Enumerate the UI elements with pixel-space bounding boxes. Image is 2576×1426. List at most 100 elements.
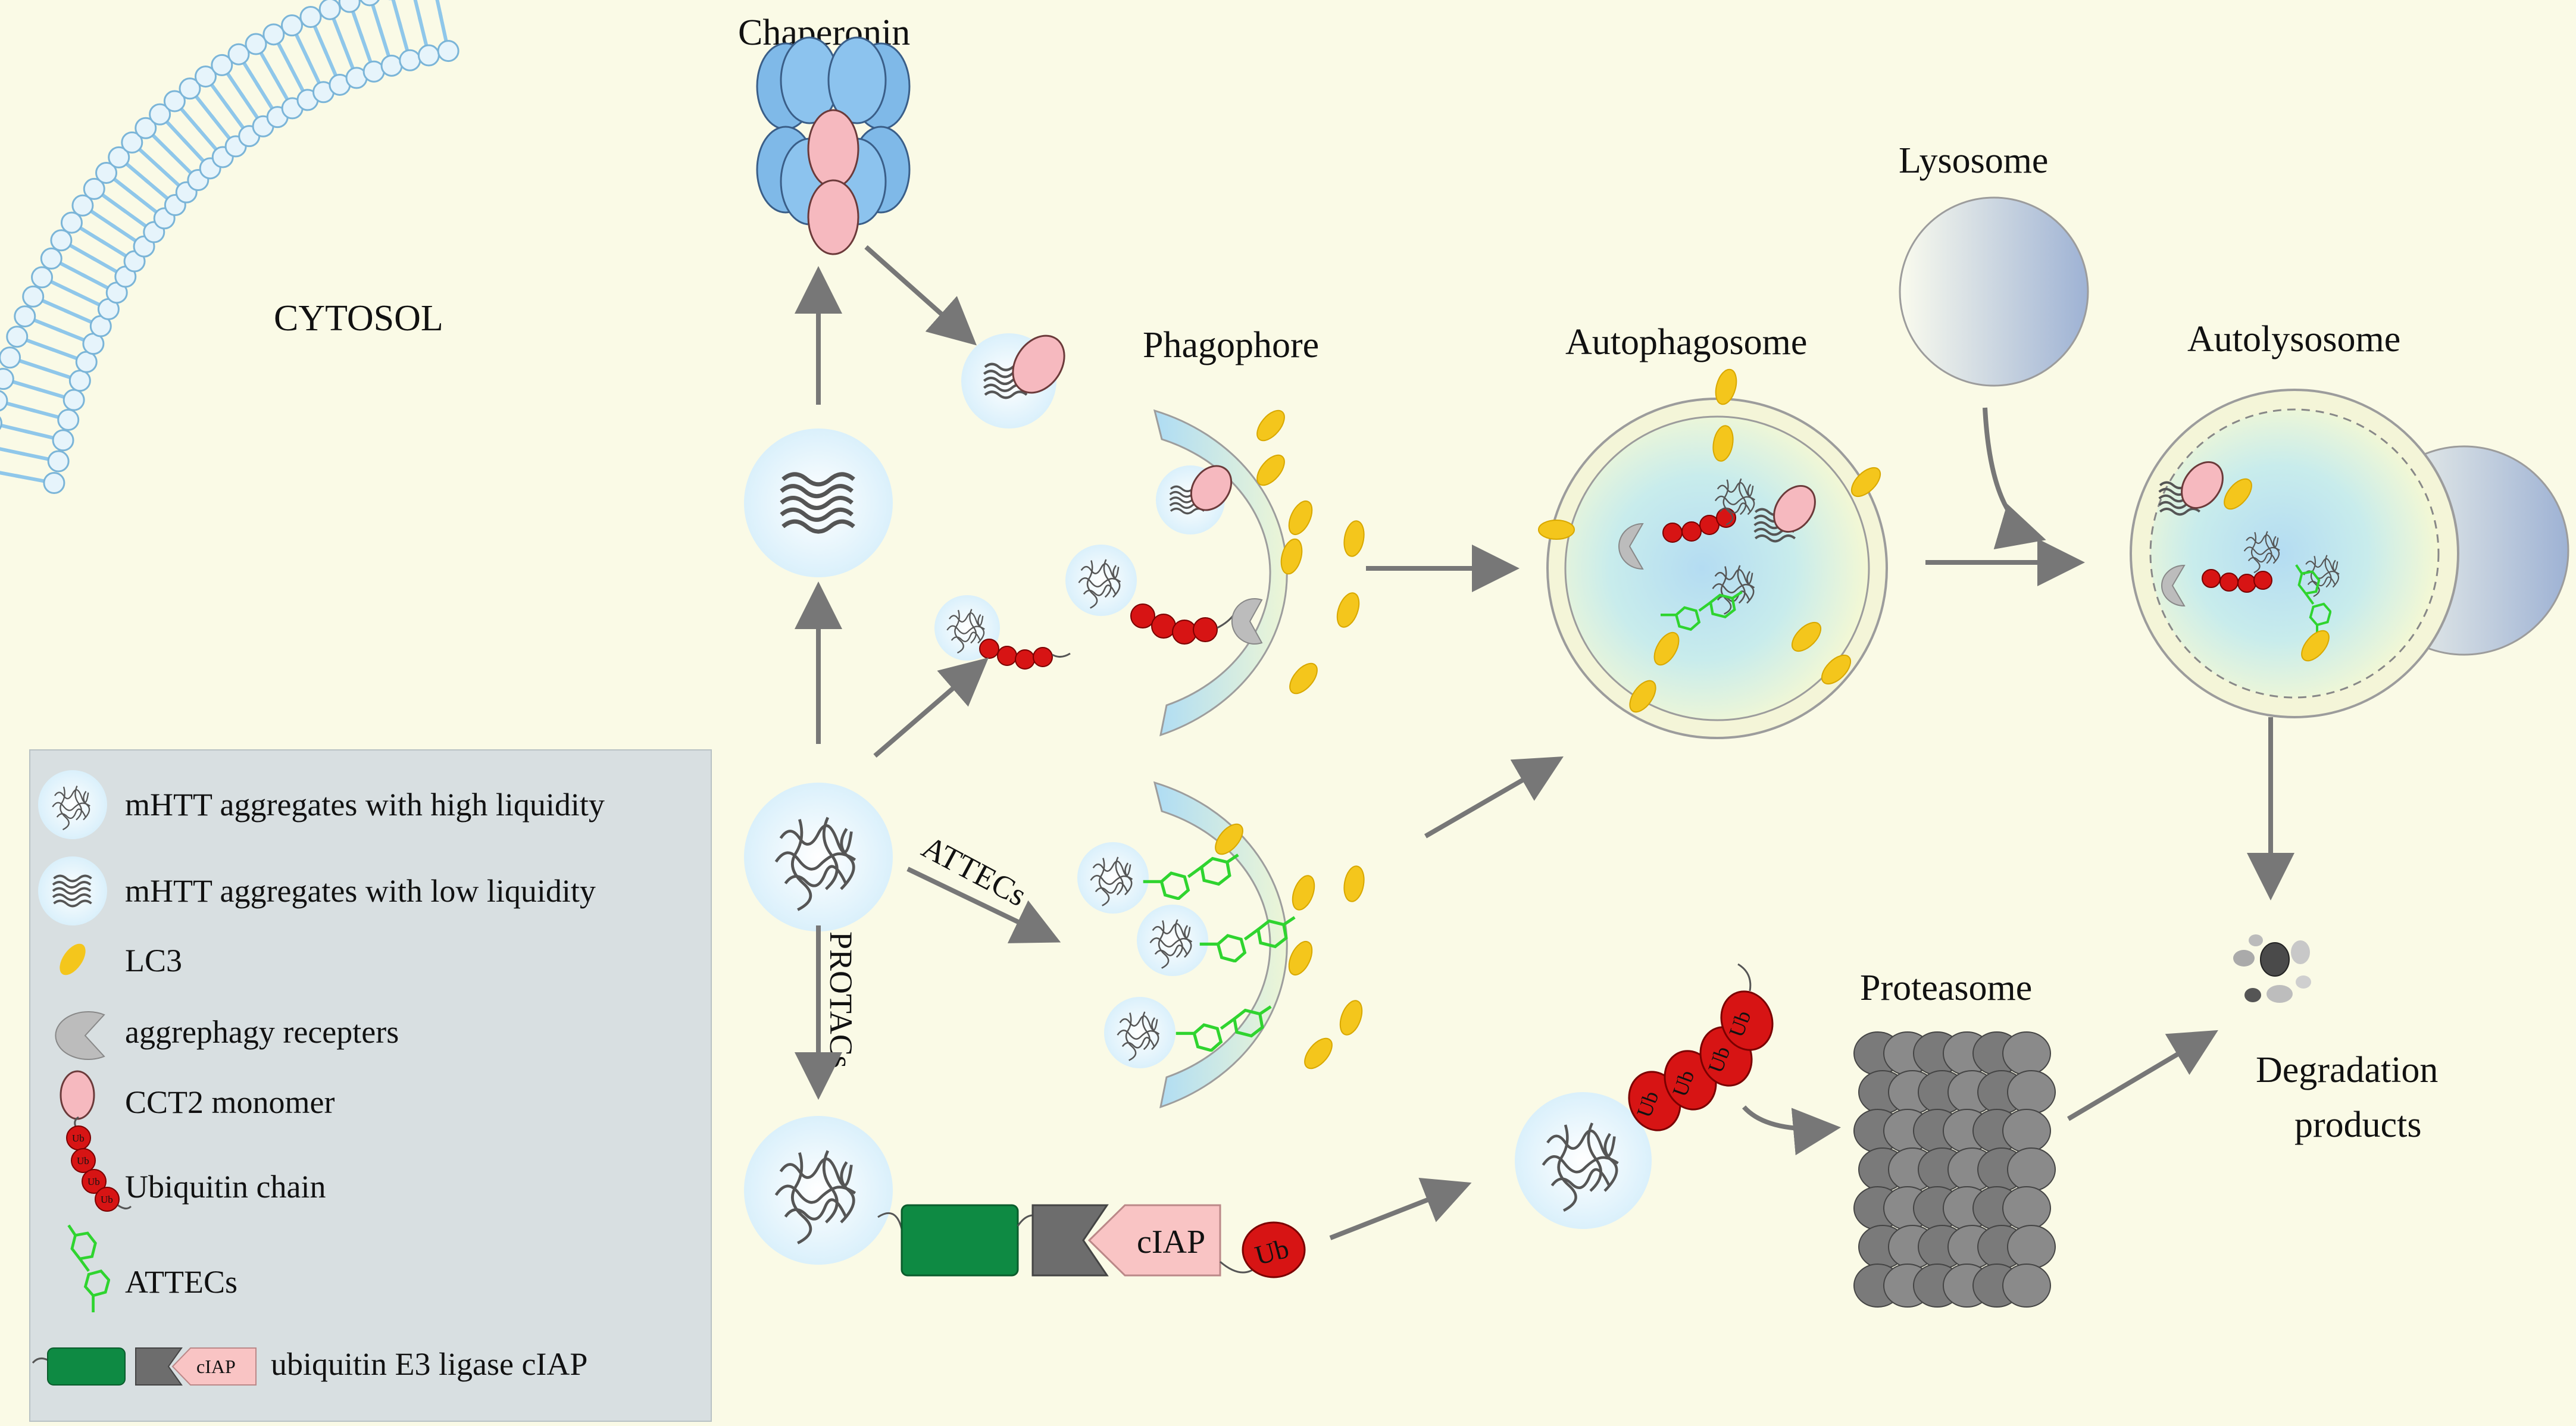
lipid-head xyxy=(95,161,118,184)
lipid-head xyxy=(22,285,45,308)
lipid-head xyxy=(108,146,130,168)
ubiquitin-tag xyxy=(1242,1221,1306,1278)
legend-label-cct2: CCT2 monomer xyxy=(125,1084,334,1120)
lipid-head xyxy=(262,23,285,46)
cytosol-label: CYTOSOL xyxy=(274,298,443,339)
lipid-head xyxy=(227,43,250,65)
autolysosome-label: Autolysosome xyxy=(2187,319,2400,359)
lc3-marker xyxy=(1538,520,1575,540)
high-liquidity-aggregate-bubble xyxy=(744,783,893,931)
lc3-marker xyxy=(1215,823,1243,855)
lc3-marker xyxy=(1821,654,1852,685)
lc3-marker xyxy=(1256,409,1285,442)
lipid-head xyxy=(50,229,73,252)
cell-membrane xyxy=(0,0,459,495)
lysosome-label: Lysosome xyxy=(1899,140,2048,181)
legend-icon-low-liquidity xyxy=(38,856,107,925)
degradation-label-line1: Degradation xyxy=(2256,1050,2438,1090)
polyubiquitinated-aggregate: Ub Ub Ub Ub xyxy=(1515,963,1774,1229)
lc3-marker xyxy=(1629,680,1656,713)
lc3-marker xyxy=(1343,865,1365,902)
proteasome-label: Proteasome xyxy=(1860,968,2032,1008)
proteasome-subunit xyxy=(2007,1147,2056,1192)
lc3-marker xyxy=(1343,520,1365,557)
protac-aggregate-bubble xyxy=(744,1116,893,1265)
lipid-head xyxy=(75,351,98,373)
lipid-head xyxy=(31,266,54,289)
lipid-head xyxy=(0,368,14,390)
degradation-products xyxy=(2233,934,2311,1003)
lipid-head xyxy=(149,103,171,126)
legend-ub-text-1: Ub xyxy=(72,1133,85,1144)
legend-label-ciap: ubiquitin E3 ligase cIAP xyxy=(271,1346,587,1382)
proteasome xyxy=(1853,1031,2056,1308)
lipid-head xyxy=(245,33,267,55)
lipid-head xyxy=(380,54,403,77)
lipid-head xyxy=(68,370,91,392)
legend-label-attecs: ATTECs xyxy=(125,1264,237,1300)
lipid-head xyxy=(318,0,341,20)
protac-linker-block xyxy=(1031,1204,1109,1277)
ubiquitinated-aggregate xyxy=(934,595,1071,670)
legend-label-high-liquidity: mHTT aggregates with high liquidity xyxy=(125,787,605,823)
lipid-head xyxy=(338,0,361,13)
arrow-to-proteasome xyxy=(1742,1105,1841,1156)
proteasome-subunit xyxy=(2002,1031,2051,1075)
lc3-marker xyxy=(1288,500,1313,536)
lipid-head xyxy=(121,131,143,154)
ciap-label: cIAP xyxy=(1137,1224,1205,1261)
lipid-head xyxy=(71,194,94,217)
arrow-proteasome-to-products xyxy=(2067,1030,2218,1121)
attec-cargo-2 xyxy=(1137,905,1295,976)
lipid-head xyxy=(0,346,21,369)
arrow-chaperonin-to-cct2 xyxy=(864,245,977,346)
lc3-marker xyxy=(2301,630,2330,662)
lc3-marker xyxy=(1791,621,1822,652)
lc3-marker xyxy=(1280,538,1303,575)
legend-icon-ubiquitin-chain: Ub Ub Ub Ub xyxy=(66,1116,132,1212)
chaperonin-complex xyxy=(756,36,911,255)
legend-box xyxy=(29,749,712,1422)
phagophore-label: Phagophore xyxy=(1143,325,1319,365)
legend-label-lc3: LC3 xyxy=(125,943,182,978)
lipid-head xyxy=(179,77,201,100)
legend-icon-lc3 xyxy=(60,943,86,975)
legend-ub-text-2: Ub xyxy=(77,1155,89,1167)
lipid-head xyxy=(359,0,380,7)
lc3-marker xyxy=(1715,368,1737,405)
lysosome xyxy=(1899,196,2089,387)
legend: mHTT aggregates with high liquidity mHTT… xyxy=(29,749,712,1422)
protac-ligand xyxy=(901,1204,1019,1277)
lipid-head xyxy=(280,14,303,37)
proteasome-subunit xyxy=(2002,1109,2051,1153)
lipid-head xyxy=(417,44,440,67)
upper-phagophore xyxy=(1153,409,1288,737)
proteasome-subunit xyxy=(2002,1264,2051,1308)
proteasome-subunit xyxy=(2007,1070,2056,1114)
protac-construct: cIAP Ub xyxy=(877,1204,1306,1278)
lc3-marker xyxy=(1336,592,1360,628)
ciap-ligase xyxy=(1087,1204,1221,1277)
lc3-markers xyxy=(1215,368,2330,1070)
lipid-head xyxy=(40,247,62,270)
legend-ub-text-4: Ub xyxy=(101,1194,113,1205)
lc3-marker xyxy=(1256,454,1285,486)
lipid-head xyxy=(6,326,29,348)
lipid-head xyxy=(43,472,65,495)
autophagosome-label: Autophagosome xyxy=(1565,322,1807,362)
lipid-head xyxy=(62,389,85,411)
lipid-head xyxy=(0,416,2,430)
lipid-head xyxy=(211,54,233,76)
degradation-label-line2: products xyxy=(2294,1105,2422,1145)
phagophore-cargo-ubiquitinated xyxy=(1065,545,1263,645)
lc3-marker xyxy=(1339,1000,1363,1036)
lipid-head xyxy=(60,211,83,234)
arrow-lower-phagophore-to-autophagosome xyxy=(1424,756,1564,839)
lower-phagophore xyxy=(1153,781,1288,1109)
arrow-attecs xyxy=(906,867,1061,943)
legend-icon-receptor xyxy=(55,1011,105,1060)
arrow-to-ubiquitinated xyxy=(873,657,989,758)
autolysosome xyxy=(2130,389,2569,718)
lipid-head xyxy=(57,408,80,431)
